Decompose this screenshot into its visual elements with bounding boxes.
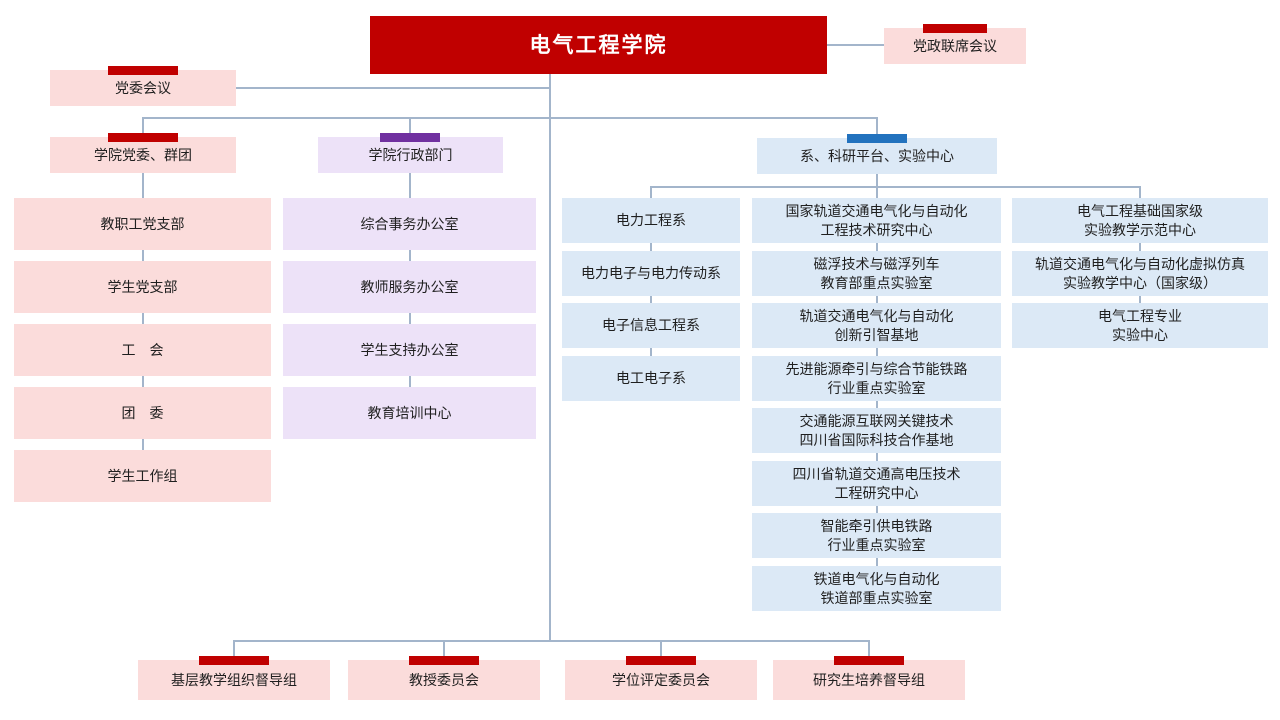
admin-item: 综合事务办公室 (283, 198, 536, 250)
platform-item: 四川省轨道交通高电压技术 工程研究中心 (752, 461, 1001, 506)
connector-level3-rail (650, 186, 1141, 188)
accent-bar (923, 24, 987, 33)
platform-item: 铁道电气化与自动化 铁道部重点实验室 (752, 566, 1001, 611)
platform-label: 国家轨道交通电气化与自动化 工程技术研究中心 (785, 202, 968, 238)
admin-branch-label: 学院行政部门 (368, 146, 453, 163)
admin-item: 学生支持办公室 (283, 324, 536, 376)
party-item-label: 教职工党支部 (100, 215, 185, 232)
party-item-label: 学生党支部 (107, 278, 178, 295)
platform-label: 先进能源牵引与综合节能铁路 行业重点实验室 (785, 360, 968, 396)
platform-label: 轨道交通电气化与自动化 创新引智基地 (799, 307, 954, 343)
center-item: 电气工程专业 实验中心 (1012, 303, 1268, 348)
committee-label: 学位评定委员会 (612, 671, 710, 688)
connector-spine-centers (1139, 186, 1141, 306)
accent-bar (847, 134, 907, 143)
connector-bottom-rail (233, 640, 870, 642)
connector-drop-party (142, 117, 144, 138)
platform-item: 先进能源牵引与综合节能铁路 行业重点实验室 (752, 356, 1001, 401)
committee-item: 教授委员会 (348, 660, 540, 700)
department-item: 电力电子与电力传动系 (562, 251, 740, 296)
connector-spine-party (142, 173, 144, 454)
accent-bar (199, 656, 269, 665)
platform-label: 四川省轨道交通高电压技术 工程研究中心 (792, 465, 961, 501)
platform-item: 国家轨道交通电气化与自动化 工程技术研究中心 (752, 198, 1001, 243)
committee-label: 教授委员会 (409, 671, 479, 688)
platform-label: 交通能源互联网关键技术 四川省国际科技合作基地 (799, 412, 954, 448)
admin-item-label: 学生支持办公室 (360, 341, 459, 358)
connector-level2-rail (142, 117, 878, 119)
party-branch-header: 学院党委、群团 (50, 137, 236, 173)
accent-bar (108, 133, 178, 142)
center-item: 电气工程基础国家级 实验教学示范中心 (1012, 198, 1268, 243)
accent-bar (380, 133, 440, 142)
connector-party-meeting (236, 87, 550, 89)
department-label: 电力电子与电力传动系 (581, 265, 721, 281)
connector-root-joint (827, 44, 884, 46)
admin-item: 教师服务办公室 (283, 261, 536, 313)
party-item-label: 团 委 (121, 404, 164, 421)
connector-drop-committee-2 (443, 640, 445, 661)
accent-bar (108, 66, 178, 75)
committee-item: 基层教学组织督导组 (138, 660, 330, 700)
admin-item: 教育培训中心 (283, 387, 536, 439)
admin-item-label: 综合事务办公室 (360, 215, 459, 232)
department-label: 电力工程系 (616, 212, 686, 228)
center-label: 轨道交通电气化与自动化虚拟仿真 实验教学中心（国家级） (1035, 255, 1245, 291)
connector-trunk (549, 74, 551, 642)
department-label: 电工电子系 (616, 370, 686, 386)
joint-meeting-label: 党政联席会议 (913, 37, 997, 54)
center-item: 轨道交通电气化与自动化虚拟仿真 实验教学中心（国家级） (1012, 251, 1268, 296)
admin-branch-header: 学院行政部门 (318, 137, 503, 173)
center-label: 电气工程基础国家级 实验教学示范中心 (1077, 202, 1203, 238)
connector-drop-admin (409, 117, 411, 138)
admin-item-label: 教师服务办公室 (360, 278, 459, 295)
accent-bar (834, 656, 904, 665)
platform-label: 铁道电气化与自动化 铁道部重点实验室 (813, 570, 940, 606)
joint-meeting-node: 党政联席会议 (884, 28, 1026, 64)
admin-item-label: 教育培训中心 (367, 404, 452, 421)
connector-drop-academic (876, 117, 878, 139)
party-meeting-label: 党委会议 (115, 79, 171, 96)
academic-branch-label: 系、科研平台、实验中心 (800, 147, 954, 164)
party-item: 教职工党支部 (14, 198, 271, 250)
department-item: 电子信息工程系 (562, 303, 740, 348)
center-label: 电气工程专业 实验中心 (1098, 307, 1182, 343)
connector-academic-down (876, 174, 878, 187)
platform-item: 智能牵引供电铁路 行业重点实验室 (752, 513, 1001, 558)
connector-drop-committee-3 (660, 640, 662, 661)
root-label: 电气工程学院 (529, 33, 668, 57)
party-branch-label: 学院党委、群团 (94, 146, 192, 163)
platform-label: 智能牵引供电铁路 行业重点实验室 (820, 517, 933, 553)
root-node: 电气工程学院 (370, 16, 827, 74)
connector-drop-committee-4 (868, 640, 870, 661)
platform-item: 轨道交通电气化与自动化 创新引智基地 (752, 303, 1001, 348)
committee-item: 学位评定委员会 (565, 660, 757, 700)
department-label: 电子信息工程系 (602, 317, 700, 333)
party-item: 工 会 (14, 324, 271, 376)
connector-drop-committee-1 (233, 640, 235, 661)
academic-branch-header: 系、科研平台、实验中心 (757, 138, 997, 174)
department-item: 电工电子系 (562, 356, 740, 401)
party-meeting-node: 党委会议 (50, 70, 236, 106)
committee-label: 研究生培养督导组 (813, 671, 925, 688)
party-item: 学生工作组 (14, 450, 271, 502)
party-item: 学生党支部 (14, 261, 271, 313)
party-item-label: 工 会 (121, 341, 164, 358)
department-item: 电力工程系 (562, 198, 740, 243)
accent-bar (626, 656, 696, 665)
committee-item: 研究生培养督导组 (773, 660, 965, 700)
party-item-label: 学生工作组 (107, 467, 178, 484)
platform-label: 磁浮技术与磁浮列车 教育部重点实验室 (813, 255, 940, 291)
party-item: 团 委 (14, 387, 271, 439)
platform-item: 交通能源互联网关键技术 四川省国际科技合作基地 (752, 408, 1001, 453)
committee-label: 基层教学组织督导组 (171, 671, 297, 688)
accent-bar (409, 656, 479, 665)
platform-item: 磁浮技术与磁浮列车 教育部重点实验室 (752, 251, 1001, 296)
